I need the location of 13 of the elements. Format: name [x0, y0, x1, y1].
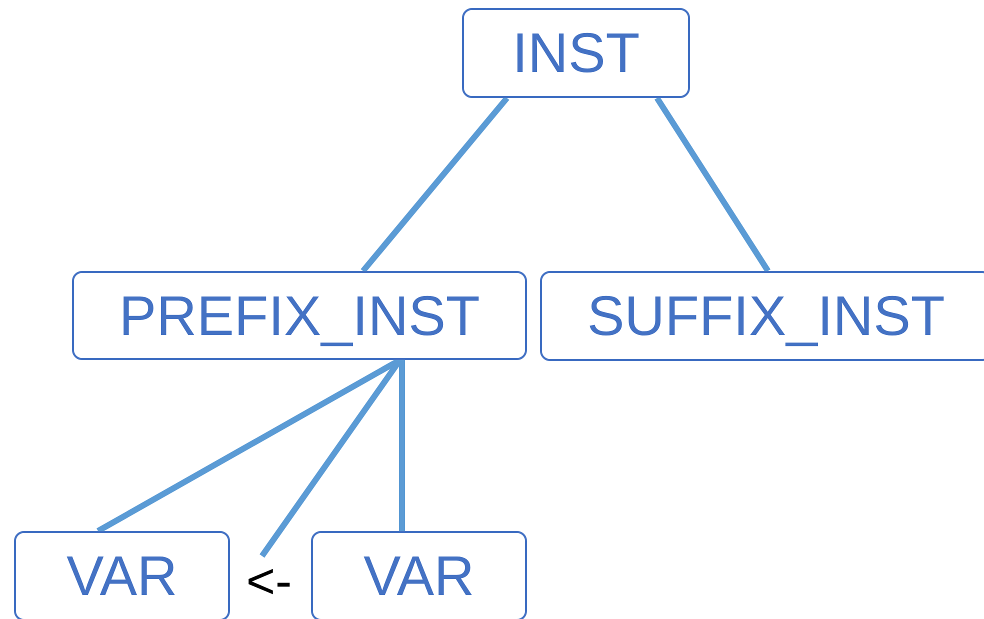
tree-node-box	[462, 8, 690, 98]
connector-line	[654, 96, 771, 273]
arrow-symbol-text: <-	[236, 556, 302, 606]
node-label: SUFFIX_INST	[587, 288, 945, 344]
tree-node-box	[72, 271, 527, 360]
connector-line	[399, 360, 405, 531]
node-label: VAR	[66, 548, 178, 604]
tree-node-box	[540, 271, 984, 361]
node-label: VAR	[364, 548, 474, 604]
tree-node-box	[311, 531, 527, 619]
node-label: INST	[512, 25, 640, 81]
connector-line	[360, 96, 510, 273]
tree-node-box	[14, 531, 230, 619]
